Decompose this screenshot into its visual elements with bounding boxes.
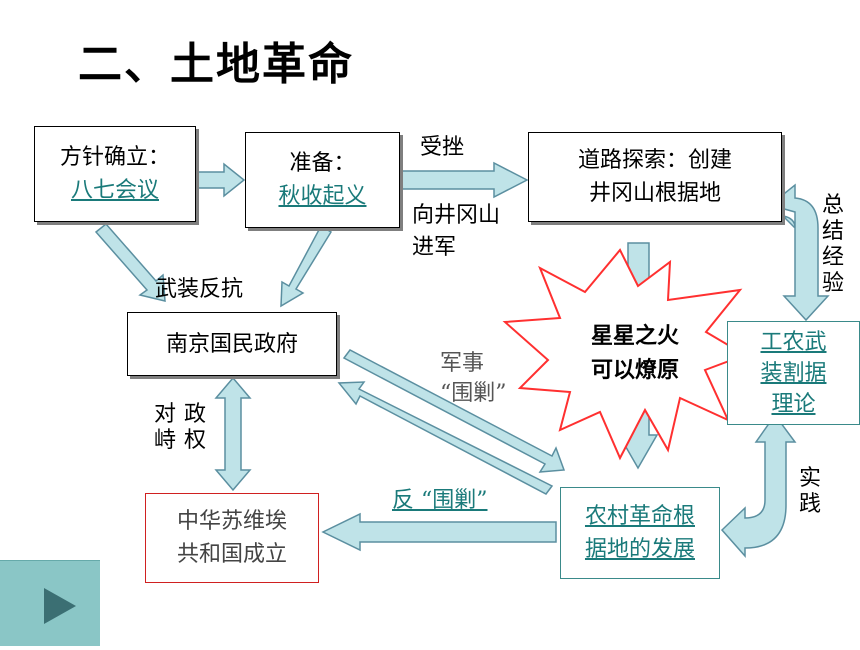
link-theory-line2[interactable]: 装割据 xyxy=(760,360,827,386)
arrow-rural-theory-practice xyxy=(720,413,797,558)
spark-line1: 星星之火 xyxy=(590,324,679,349)
link-rural-line1[interactable]: 农村革命根 xyxy=(584,504,695,529)
spark-burst-shape xyxy=(502,248,748,461)
node-road: 道路探索：创建 井冈山根据地 xyxy=(528,132,782,222)
arrow-rural-to-nanjing xyxy=(337,381,554,495)
label-summary: 总 结 经 验 xyxy=(820,193,846,297)
label-confront-1: 对 xyxy=(153,402,176,427)
node-soviet-line2: 共和国成立 xyxy=(176,542,287,567)
label-practice-2: 践 xyxy=(798,492,821,517)
node-nanjing-label: 南京国民政府 xyxy=(165,331,298,357)
link-rural-line2[interactable]: 据地的发展 xyxy=(584,537,695,562)
label-regime: 政 权 xyxy=(182,402,208,454)
spark-line2: 可以燎原 xyxy=(590,358,679,383)
node-policy: 方针确立： 八七会议 xyxy=(34,126,196,222)
label-regime-1: 政 xyxy=(183,402,206,427)
node-prep: 准备： 秋收起义 xyxy=(245,132,400,228)
arrow-prep-to-armed xyxy=(280,224,333,308)
label-setback: 受挫 xyxy=(420,135,465,160)
arrow-prep-to-road xyxy=(401,161,529,199)
label-summary-4: 验 xyxy=(821,271,844,296)
link-bayi-meeting[interactable]: 八七会议 xyxy=(70,178,159,203)
page-title: 二、土地革命 xyxy=(78,39,354,90)
label-regime-2: 权 xyxy=(183,428,206,453)
label-practice-1: 实 xyxy=(798,466,821,491)
link-theory-line3[interactable]: 理论 xyxy=(771,391,816,417)
label-summary-3: 经 xyxy=(821,245,844,270)
label-military-line1: 军事 xyxy=(440,351,485,376)
node-theory: 工农武 装割据 理论 xyxy=(727,321,860,425)
arrow-nanjing-to-rural xyxy=(342,349,566,473)
label-summary-1: 总 xyxy=(821,193,844,218)
label-armed: 武装反抗 xyxy=(155,277,244,302)
arrow-nanjing-soviet xyxy=(214,376,252,492)
label-confront-2: 峙 xyxy=(153,428,176,453)
play-button[interactable] xyxy=(0,560,100,646)
node-road-line1: 道路探索：创建 xyxy=(577,148,732,173)
node-soviet-line1: 中华苏维埃 xyxy=(176,509,287,534)
node-rural: 农村革命根 据地的发展 xyxy=(560,487,720,579)
label-march-line1: 向井冈山 xyxy=(412,203,501,228)
link-anti-siege[interactable]: 反 “围剿” xyxy=(392,488,488,513)
label-practice: 实 践 xyxy=(797,466,823,518)
node-soviet: 中华苏维埃 共和国成立 xyxy=(145,493,319,583)
label-confront: 对 峙 xyxy=(152,402,178,454)
label-military-line2: “围剿” xyxy=(440,381,507,406)
node-nanjing: 南京国民政府 xyxy=(127,312,337,376)
play-triangle-icon xyxy=(44,588,76,624)
node-road-line2: 井冈山根据地 xyxy=(588,181,721,206)
arrow-road-to-theory xyxy=(768,183,830,322)
arrow-policy-to-prep xyxy=(197,162,246,198)
node-prep-label: 准备： xyxy=(289,151,356,176)
link-autumn-uprising[interactable]: 秋收起义 xyxy=(278,184,367,209)
label-summary-2: 结 xyxy=(821,219,844,244)
arrow-rural-to-soviet xyxy=(321,512,557,552)
node-policy-label: 方针确立： xyxy=(59,145,170,170)
label-march-line2: 进军 xyxy=(412,235,457,260)
spark-text: 星星之火 可以燎原 xyxy=(560,320,710,388)
arrow-policy-to-armed xyxy=(94,222,166,302)
link-theory-line1[interactable]: 工农武 xyxy=(760,329,827,355)
